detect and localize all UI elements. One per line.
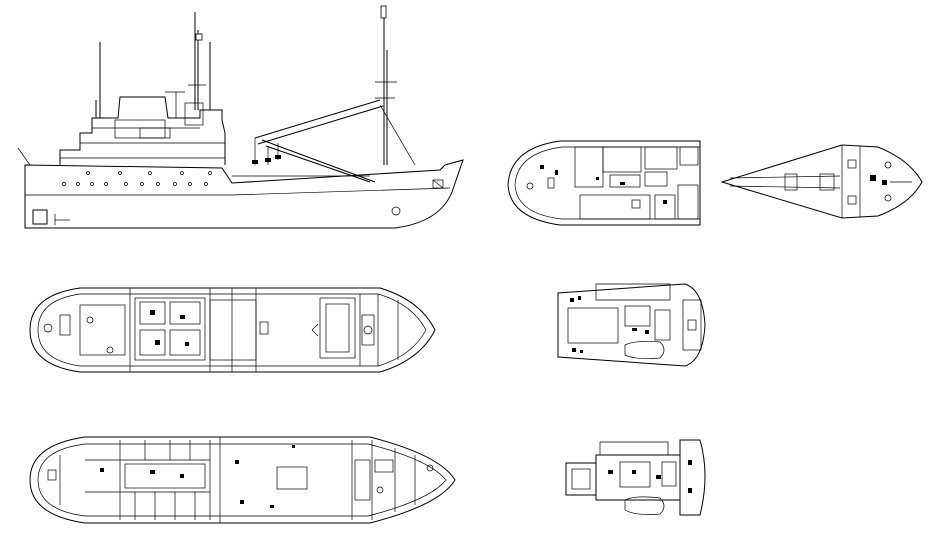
boat-deck-plan-view [565, 439, 706, 516]
main-deck-plan-view [29, 287, 436, 373]
bow-deck-plan-view [720, 144, 923, 219]
main-deck-cabins [43, 297, 319, 361]
upper-deck-plan-view [507, 140, 701, 226]
masts [95, 5, 416, 166]
upper-deck-fittings [526, 165, 667, 209]
boat-deck-fittings [608, 460, 692, 493]
portholes [62, 171, 401, 216]
side-elevation-view [17, 5, 464, 229]
bow-deck-fittings [847, 159, 912, 205]
lower-deck-cabins [47, 440, 434, 520]
crane-boom [252, 99, 384, 183]
bridge-deck-plan-view [557, 283, 706, 367]
lower-deck-plan-view [29, 436, 456, 524]
bridge-deck-fittings [570, 296, 697, 353]
